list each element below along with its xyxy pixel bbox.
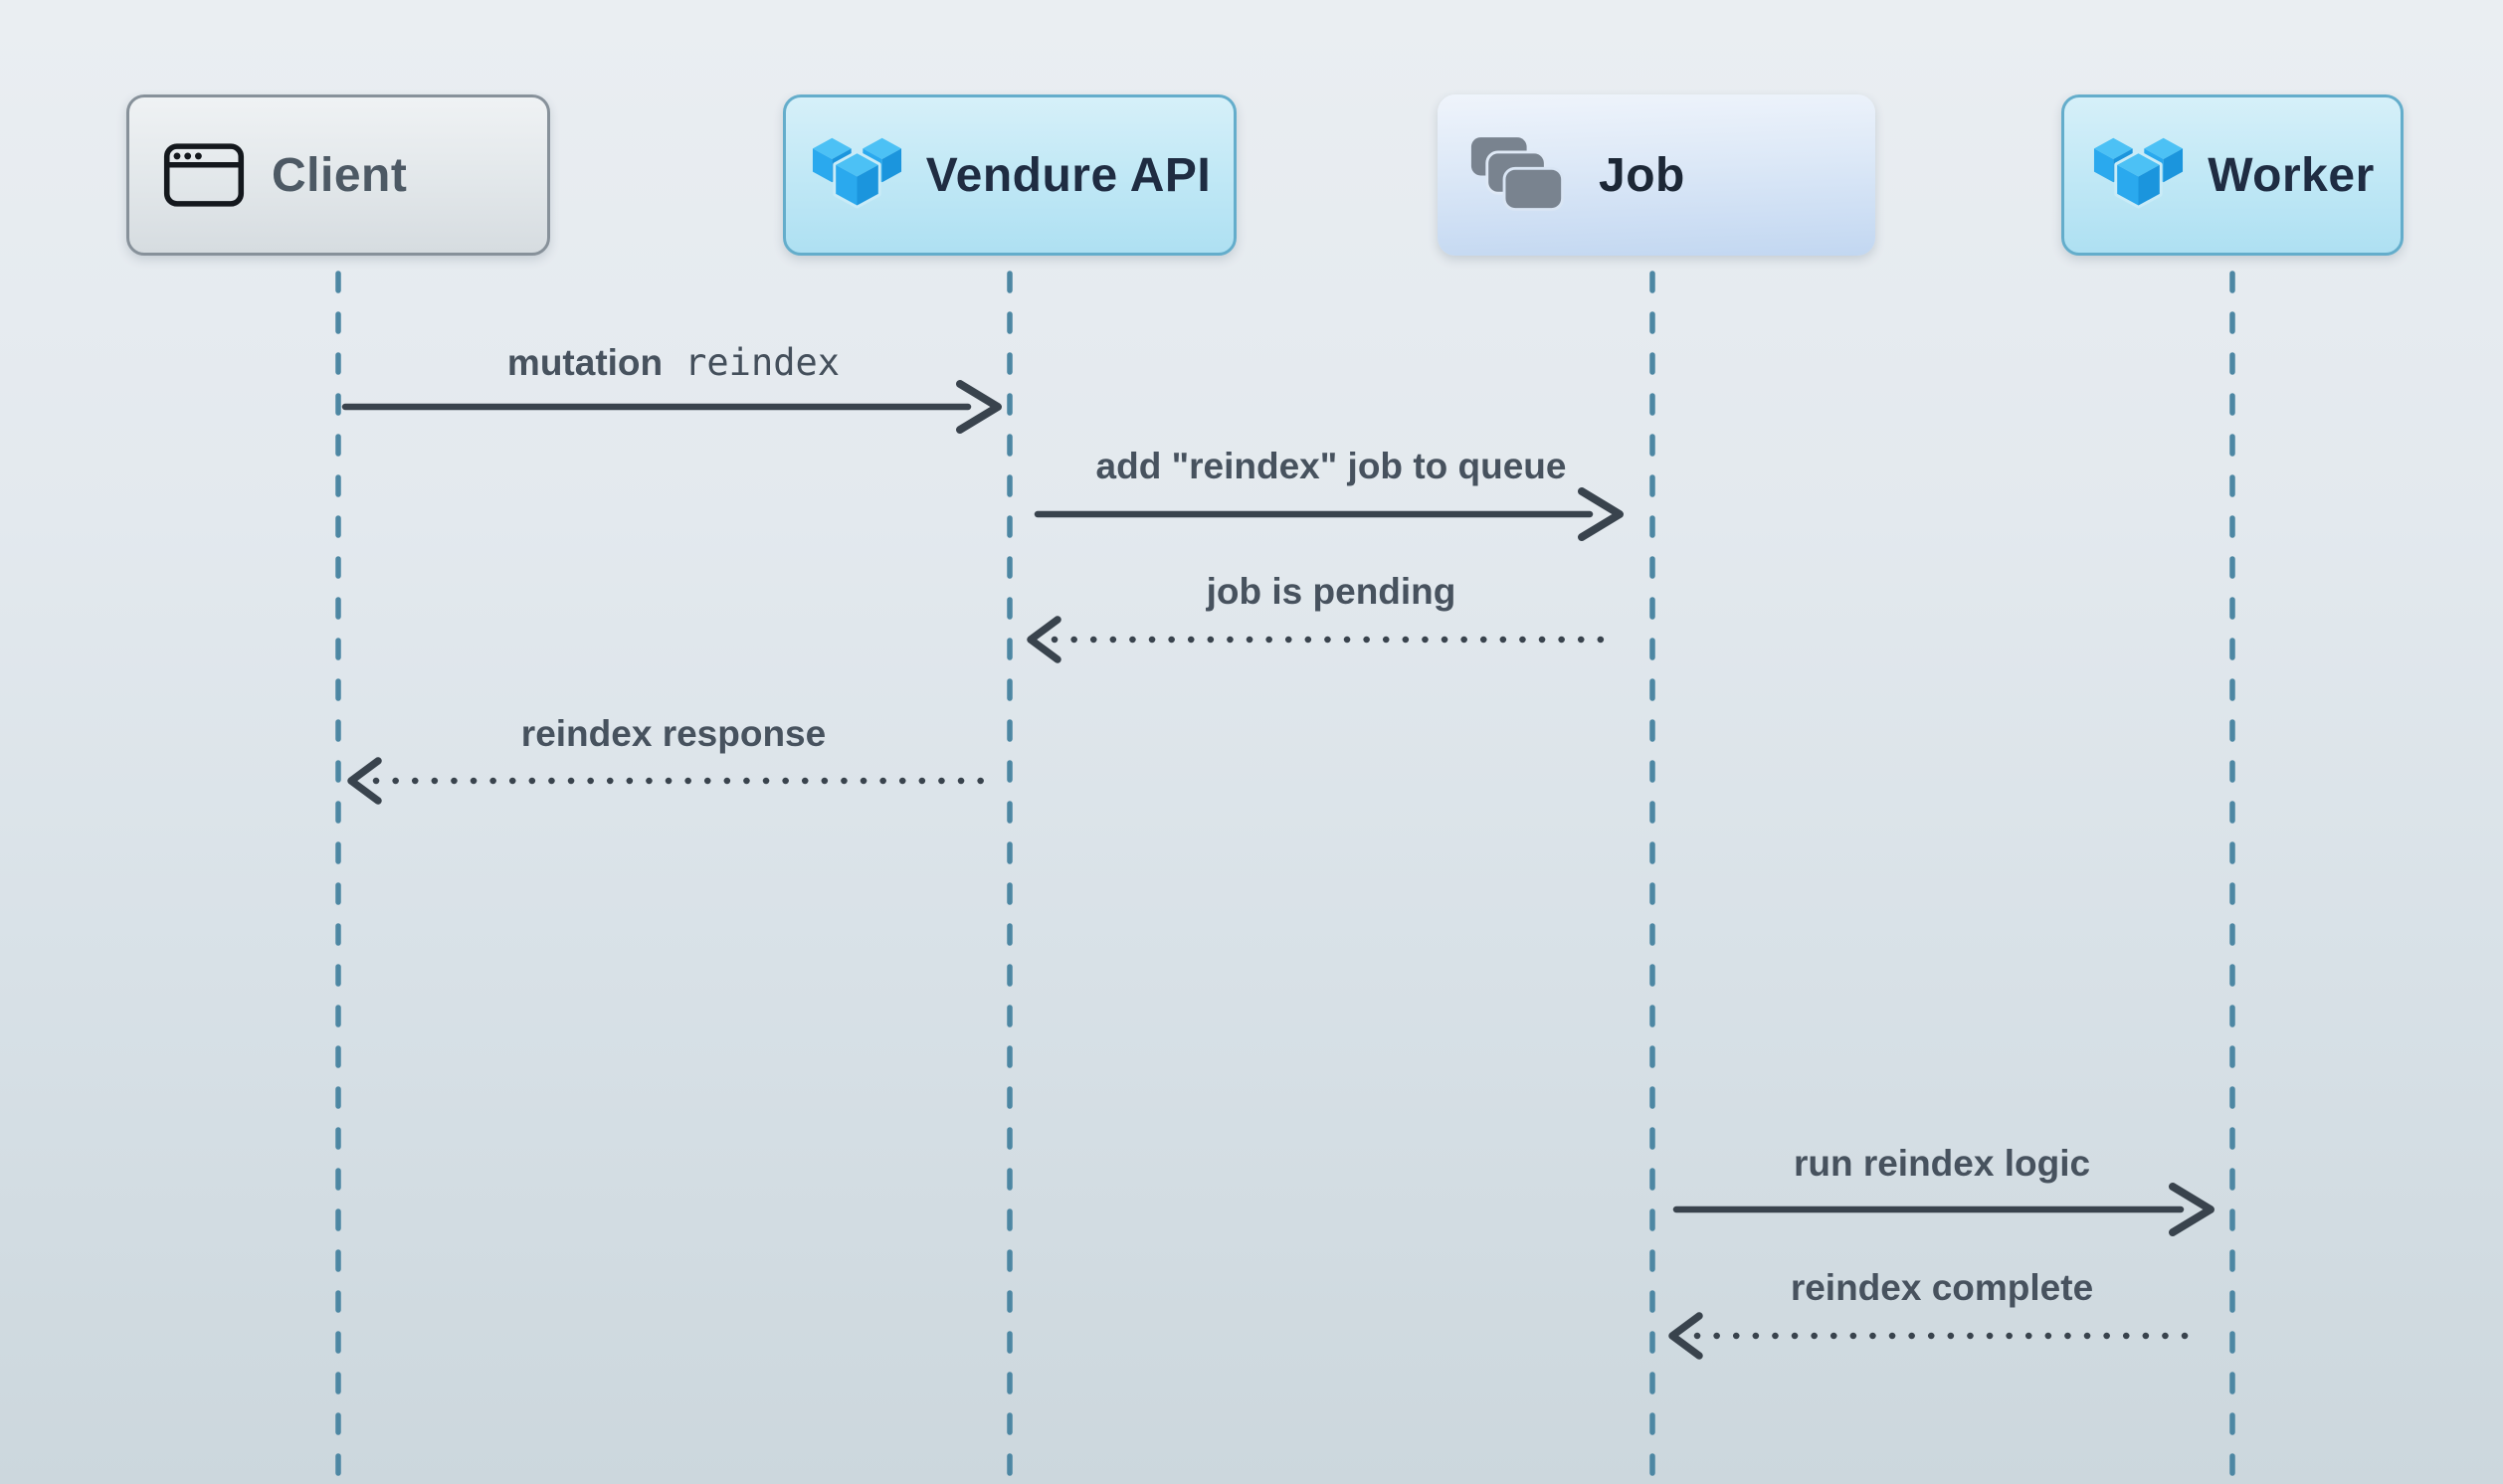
arrow-job-is-pending	[1027, 616, 1608, 663]
arrow-mutation-reindex	[341, 380, 1002, 434]
actor-box-worker: Worker	[2061, 94, 2404, 256]
stacked-cards-icon	[1470, 137, 1565, 211]
message-label-job-is-pending: job is pending	[1207, 568, 1456, 616]
message-text: job is pending	[1206, 571, 1456, 612]
message-text: reindex response	[520, 713, 827, 754]
message-label-mutation-reindex: mutation reindex	[507, 339, 840, 387]
message-label-add-reindex-job: add "reindex" job to queue	[1096, 443, 1567, 490]
arrow-add-reindex-job	[1034, 487, 1624, 541]
actor-label-client: Client	[272, 148, 408, 202]
actor-label-worker: Worker	[2208, 148, 2375, 202]
arrow-reindex-complete	[1668, 1312, 2201, 1360]
message-text: mutation	[506, 342, 664, 383]
vendure-logo-icon	[2094, 137, 2184, 208]
message-code-text: reindex	[684, 341, 841, 384]
message-text: add "reindex" job to queue	[1095, 446, 1567, 486]
actor-box-vendure-api: Vendure API	[783, 94, 1237, 256]
actor-label-vendure-api: Vendure API	[925, 148, 1212, 202]
actor-label-job: Job	[1599, 148, 1685, 202]
message-label-reindex-response: reindex response	[521, 710, 826, 758]
message-label-run-reindex-logic: run reindex logic	[1794, 1140, 2090, 1188]
arrow-run-reindex-logic	[1672, 1183, 2214, 1236]
message-text: run reindex logic	[1793, 1143, 2091, 1184]
arrow-reindex-response	[347, 757, 989, 805]
actor-box-job: Job	[1438, 94, 1875, 256]
browser-window-icon	[163, 143, 245, 207]
message-label-reindex-complete: reindex complete	[1791, 1264, 2093, 1312]
actor-box-client: Client	[126, 94, 550, 256]
vendure-logo-icon	[812, 137, 901, 208]
message-text: reindex complete	[1790, 1267, 2094, 1308]
